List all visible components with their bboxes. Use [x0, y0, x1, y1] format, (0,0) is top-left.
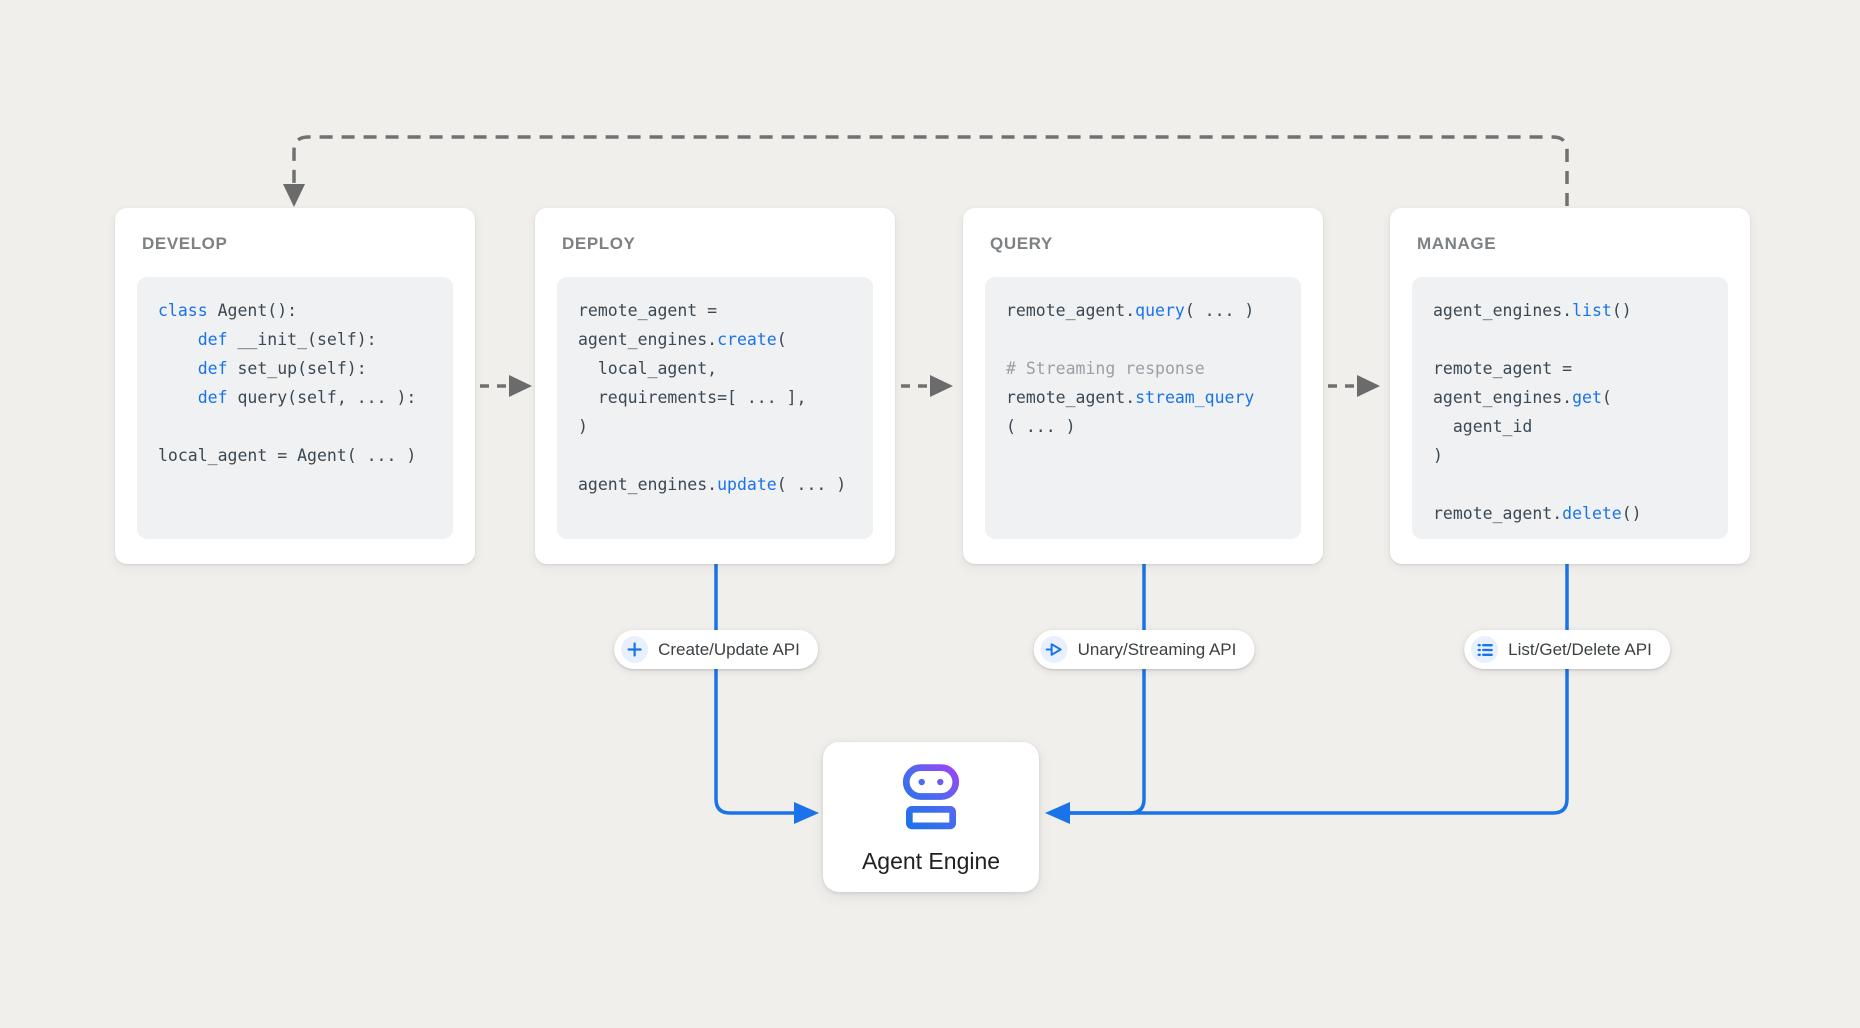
list-icon [1471, 636, 1499, 663]
agent-engine-node: Agent Engine [823, 742, 1039, 892]
card-manage-code: agent_engines.list() remote_agent =agent… [1412, 277, 1728, 539]
card-query-title: QUERY [990, 234, 1053, 253]
agent-engine-label: Agent Engine [861, 848, 1001, 874]
badge-list-get-delete-api: List/Get/Delete API [1464, 630, 1670, 669]
card-develop-title: DEVELOP [142, 234, 228, 253]
connector-deploy-to-engine [714, 564, 819, 824]
connector-query-to-engine [1045, 564, 1146, 824]
card-deploy-code: remote_agent =agent_engines.create( loca… [557, 277, 873, 539]
card-manage: MANAGE agent_engines.list() remote_agent… [1390, 208, 1750, 564]
arrow-query-to-manage [1328, 375, 1380, 397]
arrow-deploy-to-query [901, 375, 953, 397]
card-develop: DEVELOP class Agent(): def __init_(self)… [115, 208, 475, 564]
plus-icon [621, 636, 649, 663]
badge-label: Create/Update API [658, 639, 800, 659]
card-develop-code: class Agent(): def __init_(self): def se… [137, 277, 453, 539]
card-deploy: DEPLOY remote_agent =agent_engines.creat… [535, 208, 895, 564]
card-query-code: remote_agent.query( ... ) # Streaming re… [985, 277, 1301, 539]
card-deploy-title: DEPLOY [562, 234, 636, 253]
connector-manage-to-engine [1069, 564, 1569, 815]
badge-unary-streaming-api: Unary/Streaming API [1033, 630, 1255, 669]
loop-arrowhead-icon [283, 184, 305, 207]
card-query: QUERY remote_agent.query( ... ) # Stream… [963, 208, 1323, 564]
arrow-develop-to-deploy [480, 375, 532, 397]
badge-label: List/Get/Delete API [1508, 639, 1652, 659]
card-manage-title: MANAGE [1417, 234, 1497, 253]
send-icon [1040, 636, 1068, 663]
badge-label: Unary/Streaming API [1077, 639, 1237, 659]
loop-arrow-manage-to-develop [292, 135, 1569, 206]
robot-icon [900, 764, 962, 835]
badge-create-update-api: Create/Update API [614, 630, 818, 669]
